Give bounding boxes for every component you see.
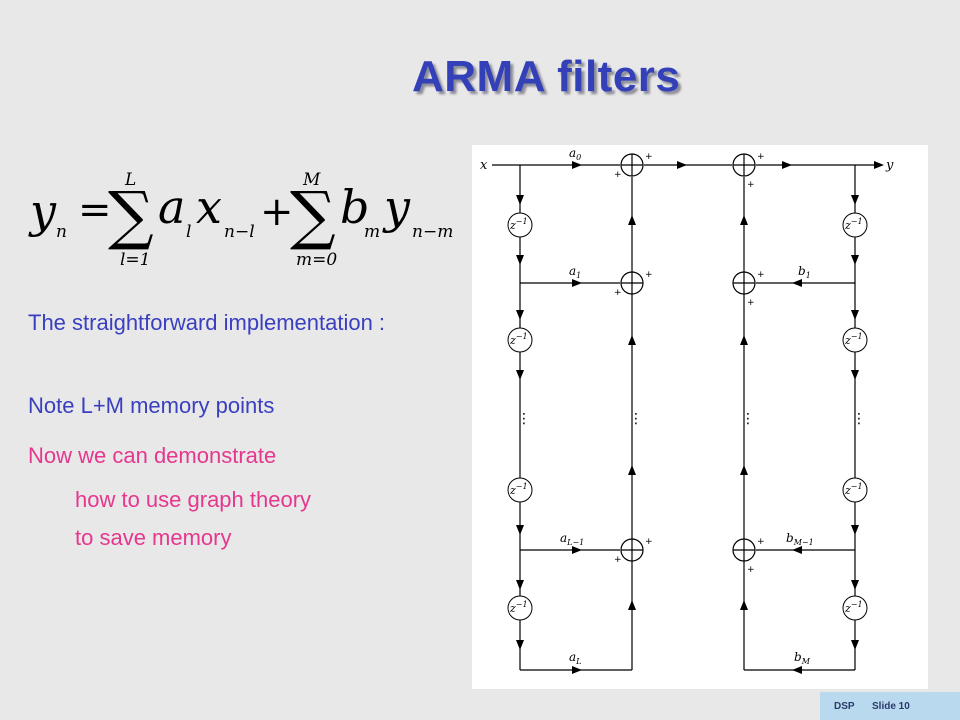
term1-coef: a <box>158 180 185 234</box>
formula-lhs: y <box>28 184 57 238</box>
svg-text:z−1: z−1 <box>844 482 863 497</box>
coef-aL: aL <box>569 650 581 666</box>
arma-formula: y n = ∑ L l=1 a l x n−l + ∑ M m=0 b m y … <box>28 170 453 270</box>
coef-aL-1: aL−1 <box>560 531 584 547</box>
svg-text:+: + <box>757 152 765 162</box>
adder-right-1 <box>732 271 756 295</box>
sum1-sigma: ∑ <box>108 179 154 253</box>
svg-text:⋮: ⋮ <box>629 411 643 427</box>
coef-bM: bM <box>794 650 811 666</box>
svg-text:⋮: ⋮ <box>517 411 531 427</box>
svg-text:+: + <box>614 555 622 565</box>
text-implementation: The straightforward implementation : <box>28 310 386 335</box>
sum2-sigma: ∑ <box>290 179 336 253</box>
svg-text:⋮: ⋮ <box>852 411 866 427</box>
term1-var-sub: n−l <box>224 222 255 242</box>
svg-text:z−1: z−1 <box>844 332 863 347</box>
sum1-upper: L <box>124 170 136 190</box>
sum1-lower: l=1 <box>120 250 151 270</box>
svg-text:z−1: z−1 <box>844 600 863 615</box>
svg-text:+: + <box>645 152 653 162</box>
svg-text:+: + <box>747 565 755 575</box>
sum2-lower: m=0 <box>296 250 337 270</box>
svg-text:+: + <box>757 270 765 280</box>
term1-var: x <box>196 180 222 234</box>
svg-text:z−1: z−1 <box>844 217 863 232</box>
text-memory-points: Note L+M memory points <box>28 393 275 418</box>
term2-coef-sub: m <box>364 222 380 242</box>
svg-text:⋮: ⋮ <box>741 411 755 427</box>
text-demonstrate: Now we can demonstrate <box>28 443 277 468</box>
coef-bM-1: bM−1 <box>786 531 814 547</box>
delay-labels: z−1 z−1 z−1 z−1 z−1 z−1 z−1 z−1 <box>509 217 863 615</box>
output-label-y: y <box>885 158 894 173</box>
formula-plus: + <box>260 189 294 235</box>
svg-text:+: + <box>645 270 653 280</box>
text-save-memory: to save memory <box>75 525 232 550</box>
term2-coef: b <box>340 180 369 234</box>
formula-lhs-sub: n <box>56 222 67 242</box>
adder-right-0 <box>732 153 756 177</box>
coef-b1: b1 <box>798 264 811 280</box>
svg-text:z−1: z−1 <box>509 600 528 615</box>
input-label-x: x <box>480 158 488 173</box>
svg-text:+: + <box>614 170 622 180</box>
slide-title: ARMA filters <box>412 52 681 101</box>
term2-var: y <box>382 180 411 234</box>
coef-a1: a1 <box>569 264 581 280</box>
adder-left-1 <box>620 271 644 295</box>
adder-left-0 <box>620 153 644 177</box>
svg-text:z−1: z−1 <box>509 482 528 497</box>
footer-deck: DSP <box>834 701 855 712</box>
formula-eq: = <box>78 187 112 233</box>
adder-left-2 <box>620 538 644 562</box>
svg-text:+: + <box>645 537 653 547</box>
svg-text:+: + <box>757 537 765 547</box>
coef-a0: a0 <box>569 146 581 162</box>
sum2-upper: M <box>302 170 321 190</box>
adder-right-2 <box>732 538 756 562</box>
footer-slide-number: Slide 10 <box>872 701 910 712</box>
term2-var-sub: n−m <box>412 222 453 242</box>
svg-text:z−1: z−1 <box>509 217 528 232</box>
arma-block-diagram: + + + + + + + + + + + + z−1 z−1 z−1 z−1 z−1 z−… <box>472 145 928 689</box>
slide-footer: DSP Slide 10 <box>820 692 960 720</box>
svg-text:+: + <box>747 298 755 308</box>
text-graph-theory: how to use graph theory <box>75 487 312 512</box>
term1-coef-sub: l <box>186 222 191 242</box>
svg-text:z−1: z−1 <box>509 332 528 347</box>
svg-text:+: + <box>614 288 622 298</box>
svg-text:+: + <box>747 180 755 190</box>
